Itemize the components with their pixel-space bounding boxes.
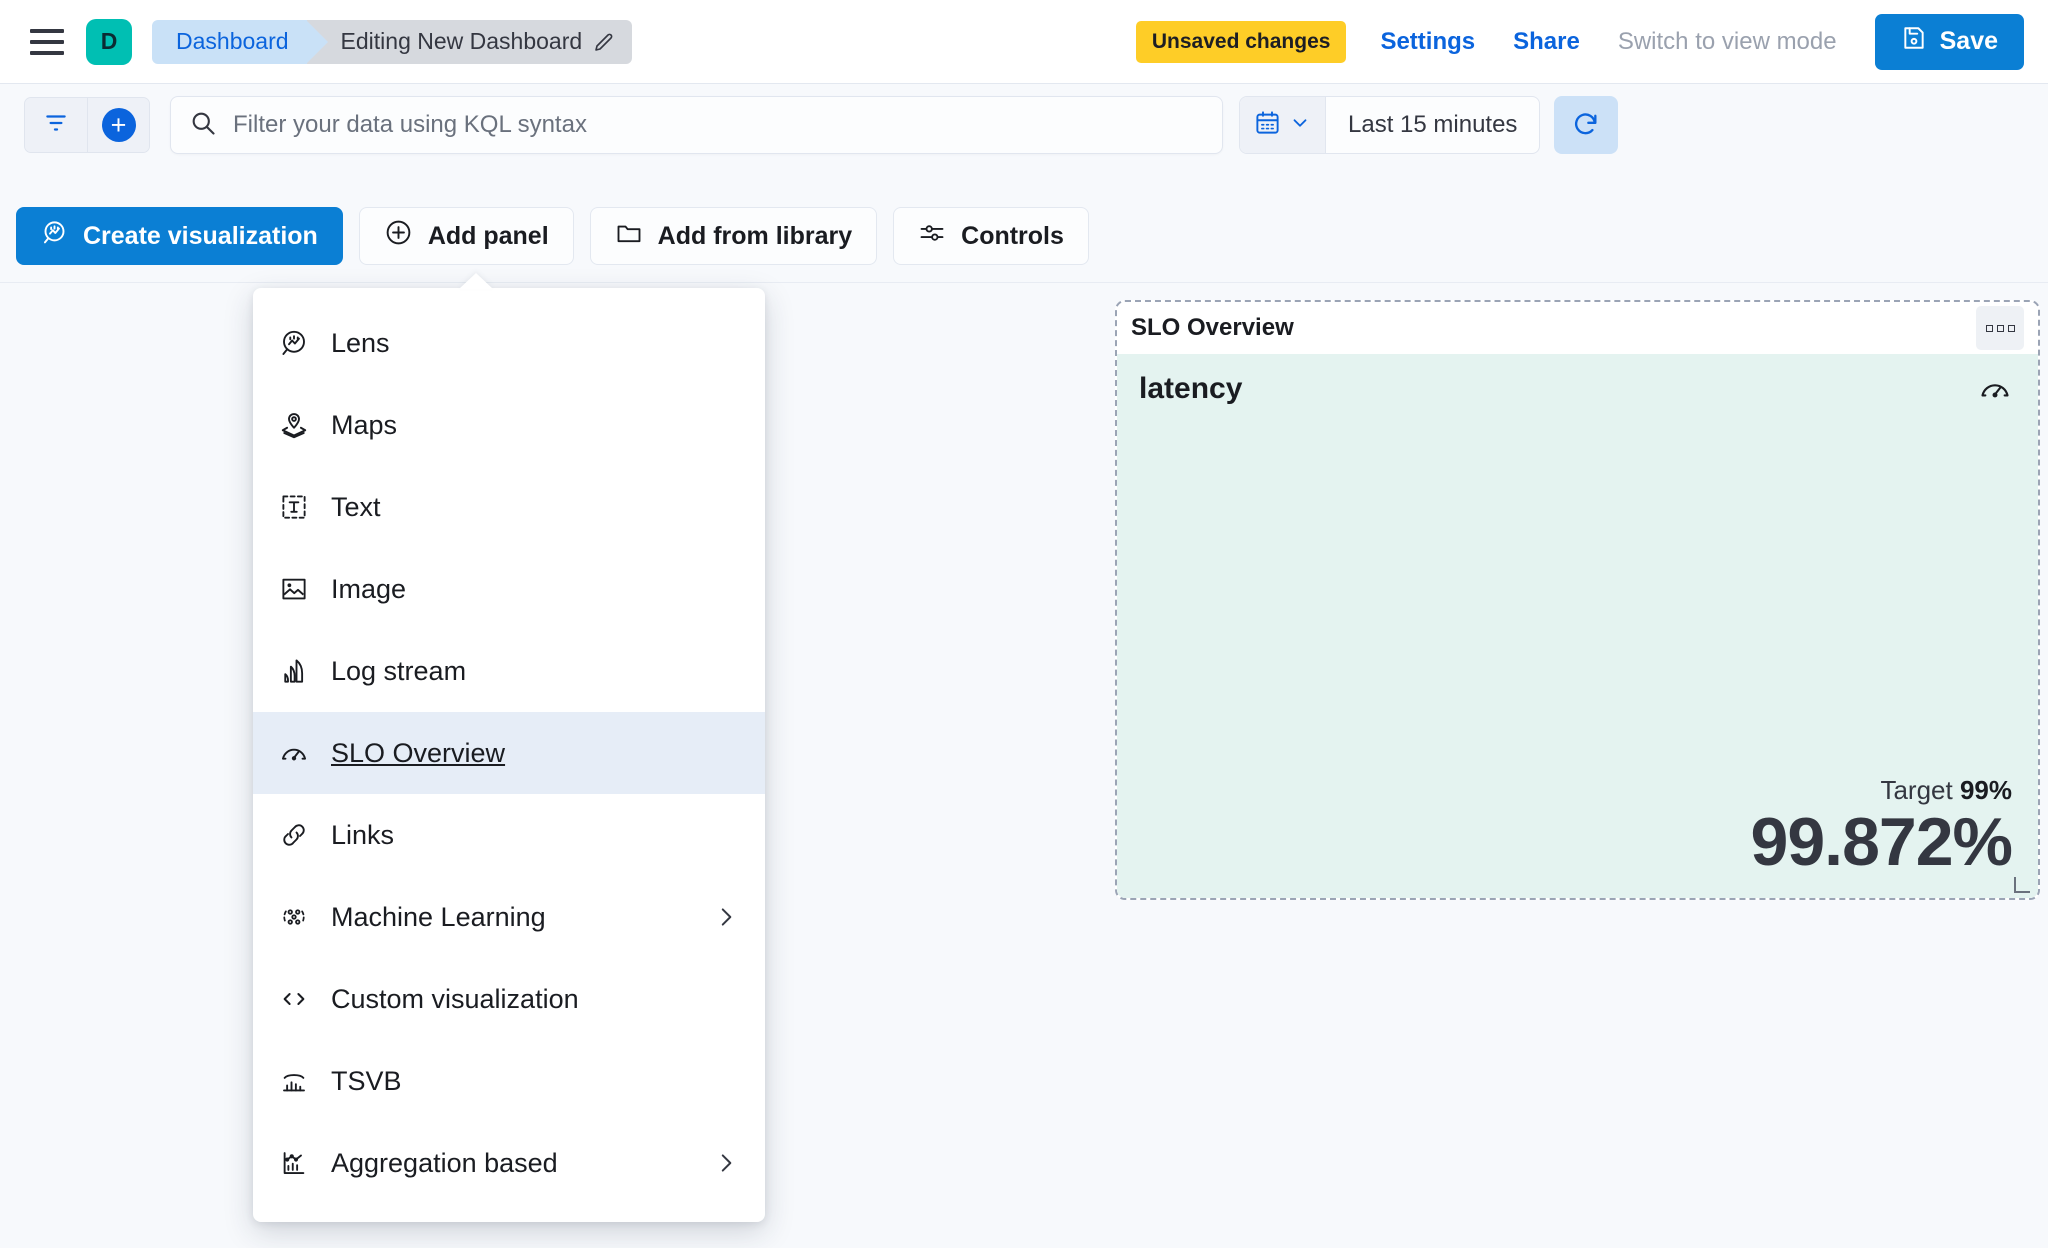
menu-item-label: Aggregation based — [331, 1147, 558, 1178]
menu-item-maps[interactable]: Maps — [253, 384, 765, 466]
lens-icon — [41, 219, 68, 253]
menu-item-label: Custom visualization — [331, 983, 579, 1014]
app-badge[interactable]: D — [86, 18, 132, 65]
grid-dots-icon — [1996, 324, 2004, 332]
filter-options-button[interactable] — [25, 98, 87, 152]
link-icon — [279, 820, 309, 850]
code-icon — [279, 984, 309, 1014]
refresh-button[interactable] — [1554, 96, 1619, 154]
plus-circle-icon: + — [101, 108, 136, 142]
tsvb-chart-icon — [279, 1066, 309, 1096]
menu-item-image[interactable]: Image — [253, 548, 765, 630]
aggregation-chart-icon — [279, 1148, 309, 1178]
create-visualization-label: Create visualization — [83, 221, 318, 250]
pencil-icon[interactable] — [592, 30, 616, 54]
top-header: D Dashboard Editing New Dashboard Unsave… — [0, 0, 2048, 84]
search-input[interactable] — [233, 111, 1204, 139]
menu-pointer-arrow — [459, 273, 493, 289]
slo-target-label: Target — [1880, 775, 1953, 805]
slo-current-value: 99.872% — [1750, 804, 2013, 880]
date-picker: Last 15 minutes — [1239, 96, 1541, 154]
add-panel-button[interactable]: Add panel — [358, 207, 574, 265]
chevron-right-icon — [713, 1150, 739, 1176]
breadcrumb-dashboard-label: Dashboard — [176, 28, 289, 54]
add-from-library-button[interactable]: Add from library — [589, 207, 878, 265]
hamburger-icon[interactable] — [30, 28, 64, 55]
slo-target: Target 99% — [1751, 775, 2012, 806]
breadcrumb-current-label: Editing New Dashboard — [340, 28, 583, 54]
machine-learning-icon — [279, 902, 309, 932]
menu-item-lens[interactable]: Lens — [253, 302, 765, 384]
menu-item-label: TSVB — [331, 1065, 402, 1096]
panel-body: latency Target 99% 99.872% — [1117, 354, 2038, 898]
menu-item-label: Machine Learning — [331, 901, 546, 932]
save-button[interactable]: Save — [1874, 13, 2024, 70]
save-button-label: Save — [1939, 27, 1998, 55]
sliders-icon — [918, 219, 946, 254]
add-from-library-label: Add from library — [657, 221, 853, 250]
menu-item-slo-overview[interactable]: SLO Overview — [253, 712, 765, 794]
text-box-icon — [279, 492, 309, 522]
menu-item-log-stream[interactable]: Log stream — [253, 630, 765, 712]
slo-target-value: 99% — [1959, 775, 2012, 805]
menu-item-label: Maps — [331, 409, 398, 440]
panel-context-menu-button[interactable] — [1976, 306, 2024, 350]
menu-item-label: SLO Overview — [331, 737, 506, 768]
image-icon — [279, 574, 309, 604]
controls-label: Controls — [961, 221, 1064, 250]
dashboard-toolbar: Create visualization Add panel Add from … — [0, 203, 2048, 269]
time-range-label[interactable]: Last 15 minutes — [1348, 111, 1518, 138]
slo-metric-name: latency — [1139, 372, 1243, 405]
breadcrumb: Dashboard Editing New Dashboard — [152, 19, 633, 64]
grid-dots-icon — [1985, 324, 1993, 332]
panel-title: SLO Overview — [1131, 314, 1294, 341]
unsaved-changes-badge[interactable]: Unsaved changes — [1135, 20, 1347, 63]
add-panel-menu: Lens Maps Text — [253, 273, 765, 1222]
slo-overview-panel[interactable]: SLO Overview latency Target 99% 99.872% — [1115, 300, 2040, 900]
menu-item-machine-learning[interactable]: Machine Learning — [253, 876, 765, 958]
settings-link[interactable]: Settings — [1380, 27, 1476, 55]
panel-resize-handle[interactable] — [2014, 877, 2030, 893]
chevron-down-icon — [1289, 112, 1311, 139]
menu-item-label: Text — [331, 491, 381, 522]
menu-item-custom-visualization[interactable]: Custom visualization — [253, 958, 765, 1040]
calendar-icon — [1254, 109, 1281, 141]
gauge-icon — [1978, 372, 2012, 411]
kql-search-box[interactable] — [170, 96, 1223, 154]
filter-controls-group: + — [24, 97, 150, 153]
breadcrumb-current[interactable]: Editing New Dashboard — [306, 19, 633, 64]
controls-button[interactable]: Controls — [893, 207, 1089, 265]
menu-item-label: Log stream — [331, 655, 467, 686]
search-icon — [189, 109, 217, 142]
add-panel-label: Add panel — [427, 221, 549, 250]
share-link[interactable]: Share — [1513, 27, 1580, 55]
plus-in-circle-icon — [384, 218, 413, 254]
menu-item-label: Image — [331, 573, 407, 604]
create-visualization-button[interactable]: Create visualization — [16, 207, 343, 265]
menu-item-text[interactable]: Text — [253, 466, 765, 548]
query-bar: + Last 15 minutes — [0, 85, 2048, 165]
folder-icon — [615, 219, 643, 254]
gauge-icon — [279, 738, 309, 768]
date-quick-select-button[interactable] — [1240, 97, 1326, 153]
header-actions: Unsaved changes Settings Share Switch to… — [1135, 13, 2048, 70]
save-disk-icon — [1901, 25, 1927, 58]
breadcrumb-dashboard[interactable]: Dashboard — [152, 19, 328, 64]
add-filter-button[interactable]: + — [87, 98, 149, 152]
map-marker-layers-icon — [279, 410, 309, 440]
chevron-right-icon — [713, 904, 739, 930]
refresh-icon — [1572, 110, 1600, 141]
log-stream-icon — [279, 656, 309, 686]
panel-header: SLO Overview — [1117, 302, 2038, 354]
lens-icon — [279, 328, 309, 358]
slo-stats: Target 99% 99.872% — [1750, 775, 2013, 880]
switch-to-view-mode-link[interactable]: Switch to view mode — [1617, 27, 1837, 55]
menu-item-tsvb[interactable]: TSVB — [253, 1040, 765, 1122]
filter-icon — [43, 110, 69, 141]
menu-item-links[interactable]: Links — [253, 794, 765, 876]
menu-item-aggregation-based[interactable]: Aggregation based — [253, 1122, 765, 1204]
menu-item-label: Links — [331, 819, 395, 850]
menu-item-label: Lens — [331, 327, 390, 358]
grid-dots-icon — [2007, 324, 2015, 332]
